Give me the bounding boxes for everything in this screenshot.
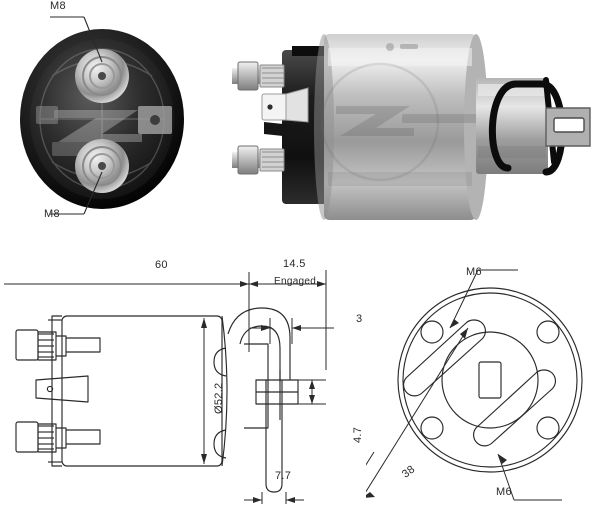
side-section-drawing bbox=[4, 270, 334, 504]
end-view-drawing bbox=[366, 269, 583, 501]
dim-thread-m6-bottom-label: M6 bbox=[496, 486, 512, 498]
dim-length-60-label: 60 bbox=[155, 259, 168, 271]
front-bottom-terminal-label: M8 bbox=[44, 208, 60, 220]
dim-diameter-52-2-label: Ø52.2 bbox=[213, 382, 225, 414]
front-view-leaders bbox=[50, 16, 103, 215]
dim-thread-m6-top-label: M6 bbox=[466, 266, 482, 278]
dim-height-4-7-label: 4.7 bbox=[352, 426, 364, 443]
dim-stroke-14-5-note: Engaged bbox=[274, 276, 317, 287]
dim-thickness-3-label: 3 bbox=[356, 313, 363, 325]
front-top-terminal-label: M8 bbox=[50, 0, 66, 12]
dim-width-7-7-label: 7.7 bbox=[275, 470, 292, 482]
side-profile-photo bbox=[232, 34, 591, 220]
dim-stroke-14-5-label: 14.5 bbox=[283, 258, 306, 270]
front-face-photo bbox=[20, 29, 184, 209]
